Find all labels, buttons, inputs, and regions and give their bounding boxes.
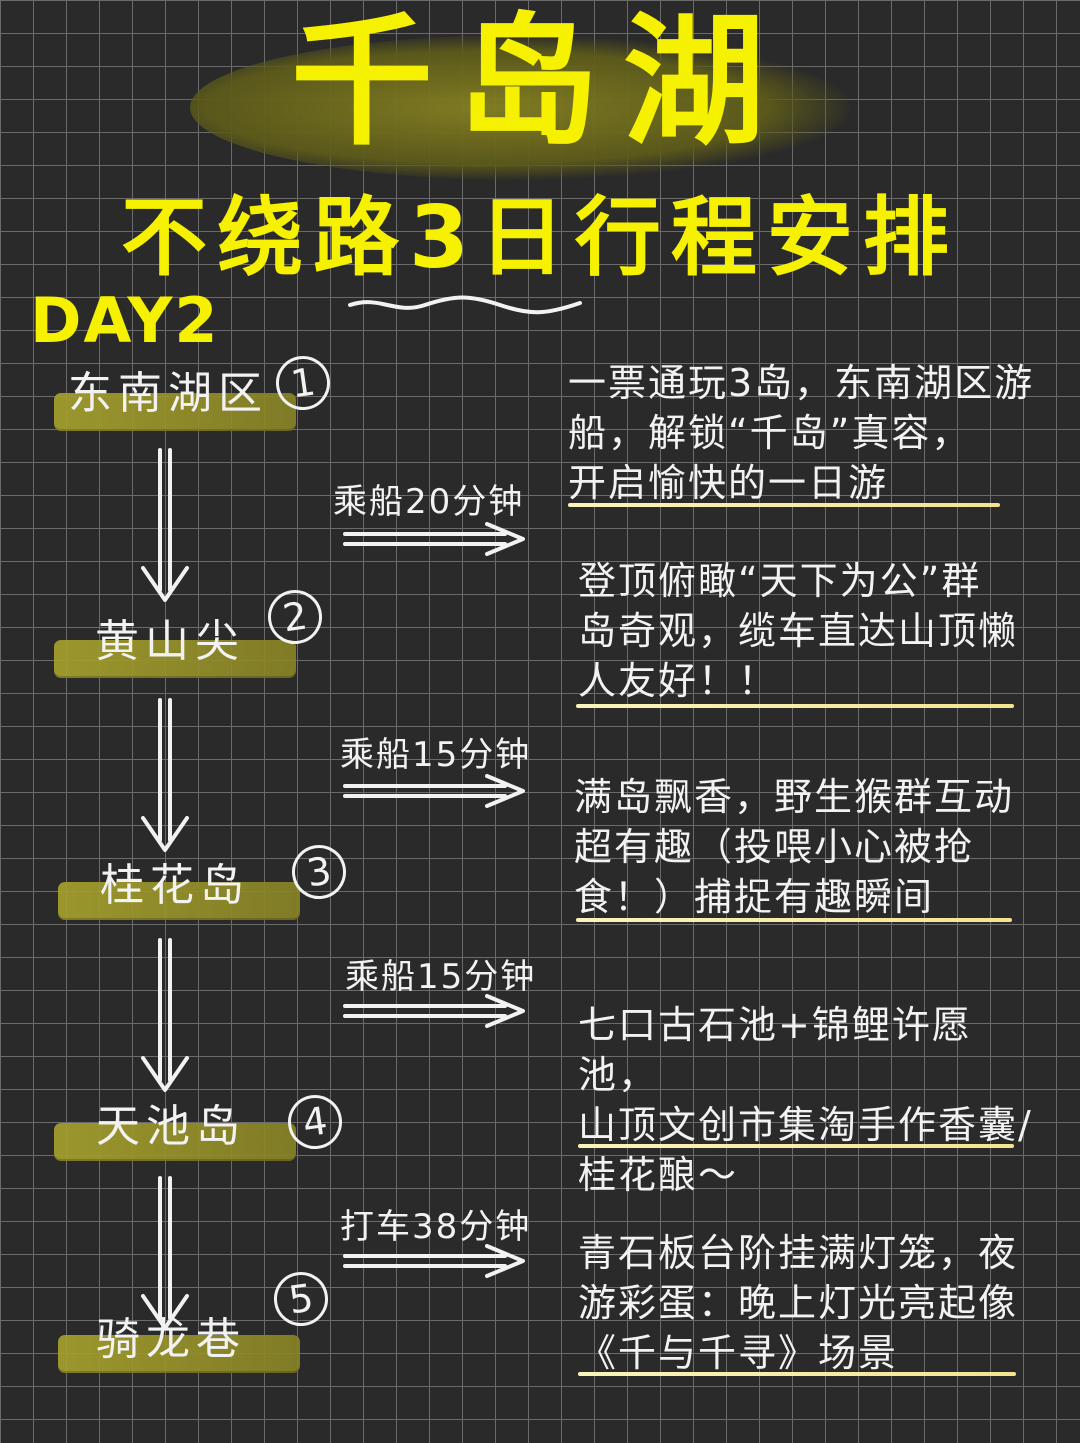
stop-1-name: 东南湖区 xyxy=(68,368,268,419)
right-arrow-4 xyxy=(343,1244,525,1278)
down-arrow-4 xyxy=(141,1176,189,1330)
stop-3-highlight xyxy=(58,882,300,920)
stop-3-name: 桂花岛 xyxy=(100,860,250,911)
down-arrow-1 xyxy=(141,448,189,602)
route-2-label: 乘船15分钟 xyxy=(340,735,532,775)
stop-2-underline xyxy=(576,704,1014,708)
subtitle-wave-underline xyxy=(348,295,582,315)
day-label: DAY2 xyxy=(30,284,220,357)
stop-2-number-badge: 2 xyxy=(264,586,326,648)
stop-4-name: 天池岛 xyxy=(96,1101,246,1152)
stop-1-highlight xyxy=(54,393,296,431)
stop-4-highlight xyxy=(54,1123,296,1161)
right-arrow-3 xyxy=(343,994,525,1028)
stop-1-description: 一票通玩3岛，东南湖区游 船，解锁“千岛”真容， 开启愉快的一日游 xyxy=(568,361,1035,505)
stop-4-underline xyxy=(578,1144,1014,1148)
route-3-label: 乘船15分钟 xyxy=(345,957,537,997)
title-highlight xyxy=(190,35,850,180)
down-arrow-2 xyxy=(141,698,189,852)
right-arrow-1 xyxy=(343,522,525,556)
stop-3-description: 满岛飘香，野生猴群互动 超有趣（投喂小心被抢 食！）捕捉有趣瞬间 xyxy=(574,775,1015,919)
page-title: 千岛湖 xyxy=(291,0,789,165)
stop-2-description: 登顶俯瞰“天下为公”群 岛奇观，缆车直达山顶懒 人友好！！ xyxy=(578,559,1019,703)
stop-2-name: 黄山尖 xyxy=(95,616,245,667)
stop-2-highlight xyxy=(54,640,296,678)
down-arrow-3 xyxy=(141,938,189,1092)
route-1-label: 乘船20分钟 xyxy=(333,482,525,522)
page-subtitle: 不绕路3日行程安排 xyxy=(121,188,959,288)
route-4-label: 打车38分钟 xyxy=(340,1207,532,1247)
stop-5-underline xyxy=(578,1372,1016,1376)
stop-5-highlight xyxy=(58,1335,300,1373)
stop-5-description: 青石板台阶挂满灯笼，夜 游彩蛋：晚上灯光亮起像 《千与千寻》场景 xyxy=(578,1231,1019,1375)
stop-1-underline xyxy=(568,503,1000,507)
right-arrow-2 xyxy=(343,774,525,808)
stop-3-underline xyxy=(576,918,1012,922)
stop-4-description: 七口古石池+锦鲤许愿池， 山顶文创市集淘手作香囊/ 桂花酿～ xyxy=(578,1003,1033,1197)
stop-5-number-badge: 5 xyxy=(270,1268,332,1330)
